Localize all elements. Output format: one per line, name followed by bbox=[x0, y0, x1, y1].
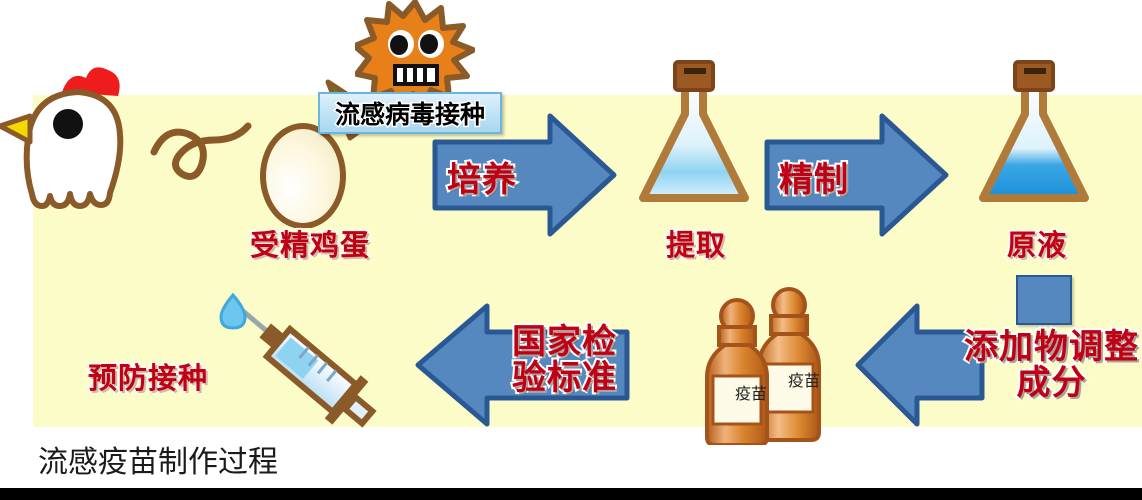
arrow-inspect bbox=[415, 303, 630, 427]
arrow-cultivate bbox=[432, 113, 617, 237]
arrow-refine bbox=[764, 113, 949, 237]
callout-box: 流感病毒接种 bbox=[318, 92, 502, 134]
syringe-icon bbox=[219, 292, 377, 428]
arrow-label-refine: 精制 bbox=[777, 158, 850, 202]
chicken-icon bbox=[0, 67, 124, 209]
arrow-to-vaccine bbox=[855, 303, 985, 427]
step-label-stock-solution: 原液 bbox=[1005, 226, 1068, 264]
arrow-label-cultivate: 培养 bbox=[445, 158, 518, 202]
step-label-extract: 提取 bbox=[664, 226, 727, 264]
flask-extract-icon bbox=[639, 60, 749, 202]
flask-stock-icon bbox=[979, 60, 1089, 202]
virus-icon bbox=[355, 0, 475, 113]
egg-icon bbox=[260, 123, 346, 228]
callout-text: 流感病毒接种 bbox=[333, 99, 486, 131]
bottle-label-back: 疫苗 bbox=[787, 371, 820, 390]
step-label-vaccination: 预防接种 bbox=[86, 359, 209, 397]
step-label-fertilized-egg: 受精鸡蛋 bbox=[248, 226, 371, 264]
spiral-line-icon bbox=[150, 122, 252, 180]
bottom-bar bbox=[0, 488, 1142, 500]
page-caption: 流感疫苗制作过程 bbox=[38, 445, 278, 480]
arrow-label-inspect: 国家检验标准 bbox=[510, 322, 618, 398]
arrow-adjust-down bbox=[1016, 275, 1072, 325]
bottle-label-front: 疫苗 bbox=[734, 384, 767, 403]
vaccine-bottles-icon bbox=[705, 287, 821, 445]
arrow-label-adjust: 添加物调整成分 bbox=[962, 327, 1140, 403]
